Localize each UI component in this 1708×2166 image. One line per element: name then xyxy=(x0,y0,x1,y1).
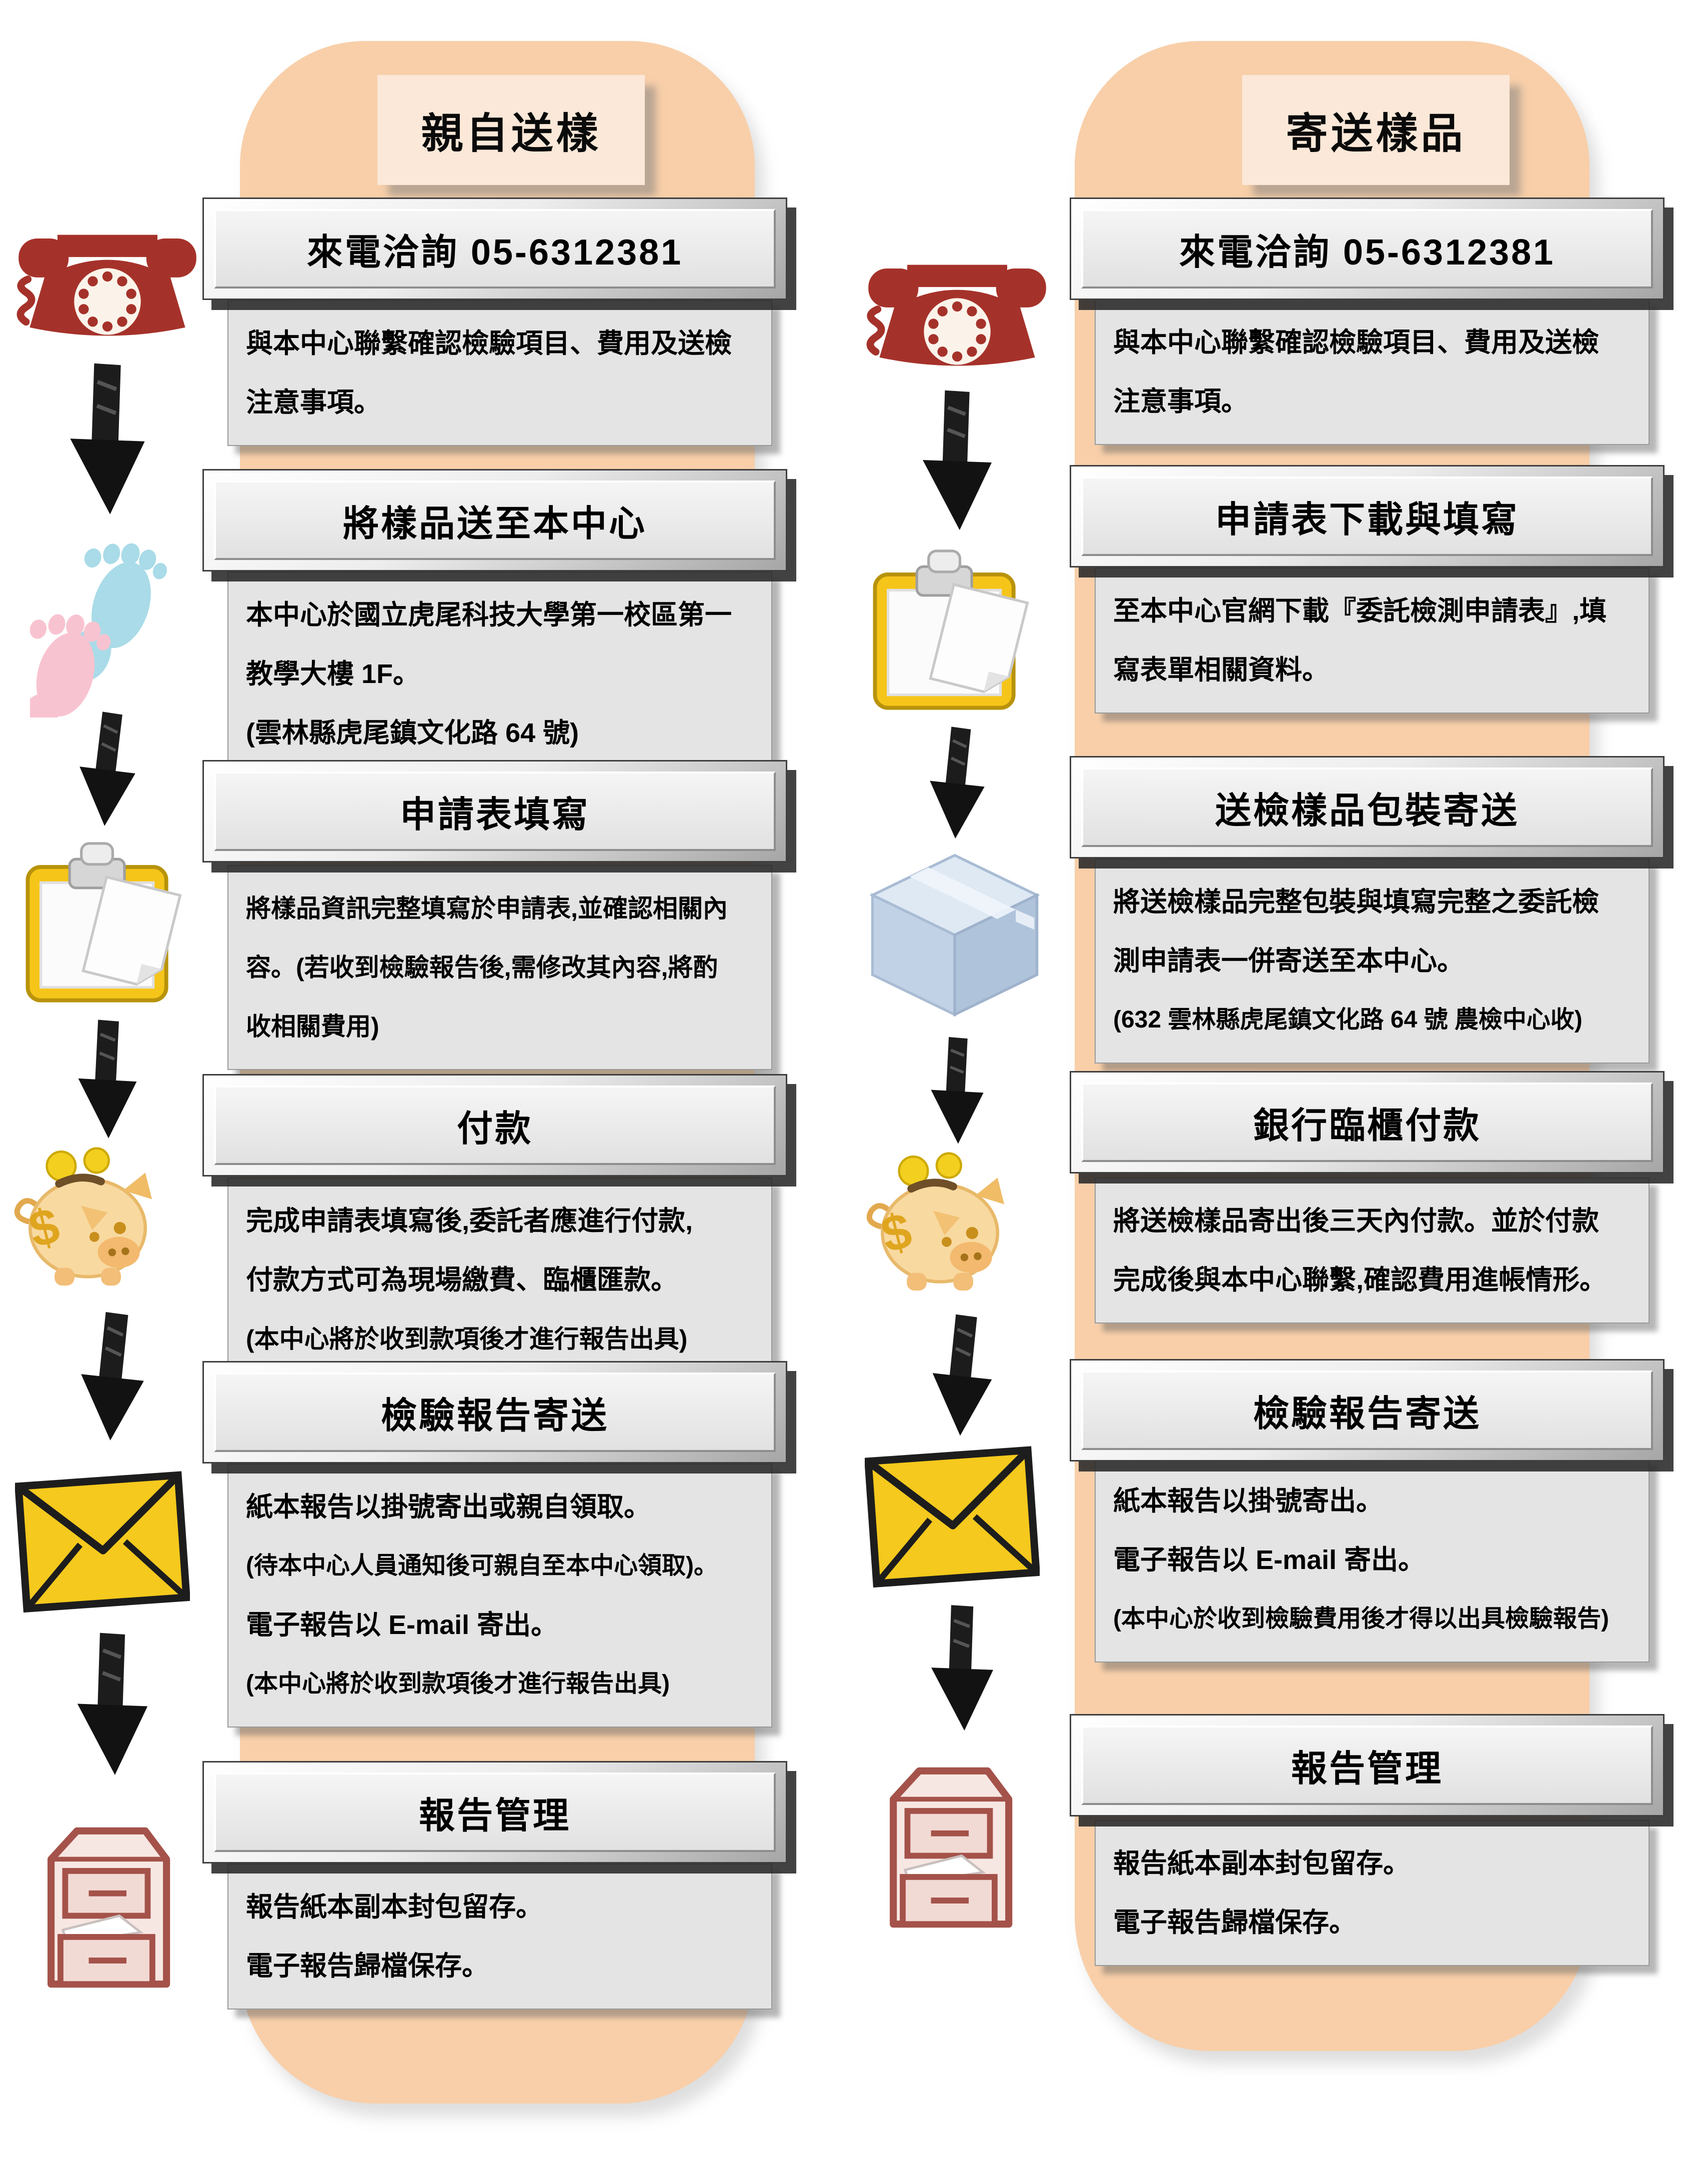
phone-icon xyxy=(12,220,202,345)
description-line: 將送檢樣品完整包裝與填寫完整之委託檢 xyxy=(1113,887,1599,917)
description-line: 報告紙本副本封包留存。 xyxy=(246,1892,543,1922)
arrow-down-icon xyxy=(67,1628,157,1782)
clipboard-icon xyxy=(870,540,1040,718)
left-step3-header: 申請表填寫 xyxy=(202,760,787,862)
left-column-title: 親自送樣 xyxy=(377,75,645,185)
description-line: 與本中心聯繫確認檢驗項目、費用及送檢 xyxy=(246,328,732,358)
right-step6-header: 報告管理 xyxy=(1070,1714,1665,1816)
description-line: 電子報告歸檔保存。 xyxy=(246,1951,489,1981)
left-step5-header: 檢驗報告寄送 xyxy=(202,1361,787,1464)
right-step2-header: 申請表下載與填寫 xyxy=(1070,465,1665,568)
left-step4-header-label: 付款 xyxy=(214,1086,776,1165)
left-step5-description: 紙本報告以掛號寄出或親自領取。 (待本中心人員通知後可親自至本中心領取)。 電子… xyxy=(227,1464,772,1728)
description-line: 測申請表一併寄送至本中心。 xyxy=(1113,946,1464,976)
left-step2-header: 將樣品送至本中心 xyxy=(202,469,787,572)
left-step2-description: 本中心於國立虎尾科技大學第一校區第一 教學大樓 1F。 (雲林縣虎尾鎮文化路 6… xyxy=(227,572,772,776)
description-line: 注意事項。 xyxy=(1113,386,1248,416)
description-line: 本中心於國立虎尾科技大學第一校區第一 xyxy=(246,600,732,630)
description-line: (待本中心人員通知後可親自至本中心領取)。 xyxy=(246,1552,718,1579)
piggy-bank-icon: $ xyxy=(12,1145,167,1290)
description-line: (632 雲林縣虎尾鎮文化路 64 號 農檢中心收) xyxy=(1113,1006,1583,1033)
description-line: (雲林縣虎尾鎮文化路 64 號) xyxy=(246,718,579,748)
left-step6-description: 報告紙本副本封包留存。 電子報告歸檔保存。 xyxy=(227,1864,772,2010)
left-step1-header-label: 來電洽詢 05-6312381 xyxy=(214,209,776,288)
right-step5-description: 紙本報告以掛號寄出。 電子報告以 E-mail 寄出。 (本中心於收到檢驗費用後… xyxy=(1095,1458,1650,1662)
right-step2-header-label: 申請表下載與填寫 xyxy=(1081,476,1653,556)
description-line: 容。(若收到檢驗報告後,需修改其內容,將酌 xyxy=(246,954,718,982)
right-step1-header-label: 來電洽詢 05-6312381 xyxy=(1081,209,1653,288)
right-column-title: 寄送樣品 xyxy=(1242,75,1510,185)
description-line: 電子報告歸檔保存。 xyxy=(1113,1908,1356,1938)
arrow-down-icon xyxy=(67,1308,157,1446)
description-line: 與本中心聯繫確認檢驗項目、費用及送檢 xyxy=(1113,328,1599,358)
right-step1-description: 與本中心聯繫確認檢驗項目、費用及送檢 注意事項。 xyxy=(1095,299,1650,445)
file-cabinet-icon xyxy=(870,1750,1035,1945)
description-line: (本中心將於收到款項後才進行報告出具) xyxy=(246,1670,670,1697)
left-step5-header-label: 檢驗報告寄送 xyxy=(214,1372,776,1452)
left-step4-description: 完成申請表填寫後,委託者應進行付款, 付款方式可為現場繳費、臨櫃匯款。 (本中心… xyxy=(227,1178,772,1382)
right-step3-description: 將送檢樣品完整包裝與填寫完整之委託檢 測申請表一併寄送至本中心。 (632 雲林… xyxy=(1095,858,1650,1064)
description-line: 完成後與本中心聯繫,確認費用進帳情形。 xyxy=(1113,1265,1607,1295)
arrow-down-icon xyxy=(62,348,153,532)
right-step5-header: 檢驗報告寄送 xyxy=(1070,1359,1665,1462)
description-line: (本中心將於收到款項後才進行報告出具) xyxy=(246,1325,688,1353)
right-step3-header-label: 送檢樣品包裝寄送 xyxy=(1081,768,1653,847)
description-line: 電子報告以 E-mail 寄出。 xyxy=(1113,1545,1426,1575)
arrow-down-icon xyxy=(918,1311,1007,1442)
arrow-down-icon xyxy=(62,708,153,832)
clipboard-icon xyxy=(22,832,192,1010)
left-step1-description: 與本中心聯繫確認檢驗項目、費用及送檢 注意事項。 xyxy=(227,300,772,446)
right-step3-header: 送檢樣品包裝寄送 xyxy=(1070,756,1665,858)
arrow-down-icon xyxy=(64,1017,151,1144)
right-step6-description: 報告紙本副本封包留存。 電子報告歸檔保存。 xyxy=(1095,1820,1650,1966)
right-step6-header-label: 報告管理 xyxy=(1081,1726,1653,1805)
arrow-down-icon xyxy=(912,386,1002,536)
package-box-icon xyxy=(860,850,1050,1022)
left-step6-header-label: 報告管理 xyxy=(214,1772,776,1852)
piggy-bank-icon: $ xyxy=(865,1150,1020,1295)
description-line: 紙本報告以掛號寄出或親自領取。 xyxy=(246,1492,651,1522)
right-step4-header-label: 銀行臨櫃付款 xyxy=(1081,1082,1653,1162)
left-step3-description: 將樣品資訊完整填寫於申請表,並確認相關內 容。(若收到檢驗報告後,需修改其內容,… xyxy=(227,865,772,1070)
description-line: 將樣品資訊完整填寫於申請表,並確認相關內 xyxy=(246,894,728,922)
right-step5-header-label: 檢驗報告寄送 xyxy=(1081,1370,1653,1450)
right-step4-description: 將送檢樣品寄出後三天內付款。並於付款 完成後與本中心聯繫,確認費用進帳情形。 xyxy=(1095,1178,1650,1324)
arrow-down-icon xyxy=(913,724,1002,844)
left-step4-header: 付款 xyxy=(202,1074,787,1176)
description-line: 報告紙本副本封包留存。 xyxy=(1113,1848,1410,1878)
description-line: 收相關費用) xyxy=(246,1012,379,1040)
description-line: 電子報告以 E-mail 寄出。 xyxy=(246,1610,558,1640)
left-step3-header-label: 申請表填寫 xyxy=(214,772,776,851)
envelope-icon xyxy=(865,1445,1040,1590)
file-cabinet-icon xyxy=(27,1810,192,2005)
description-line: 紙本報告以掛號寄出。 xyxy=(1113,1486,1383,1516)
envelope-icon xyxy=(15,1470,190,1615)
description-line: (本中心於收到檢驗費用後才得以出具檢驗報告) xyxy=(1113,1606,1609,1632)
arrow-down-icon xyxy=(914,1034,1001,1148)
description-line: 將送檢樣品寄出後三天內付款。並於付款 xyxy=(1113,1206,1599,1236)
right-step4-header: 銀行臨櫃付款 xyxy=(1070,1071,1665,1174)
description-line: 完成申請表填寫後,委託者應進行付款, xyxy=(246,1206,693,1236)
footprints-icon xyxy=(30,538,190,718)
right-step2-description: 至本中心官網下載『委託檢測申請表』,填 寫表單相關資料。 xyxy=(1095,568,1650,714)
arrow-down-icon xyxy=(917,1601,1007,1736)
right-step1-header: 來電洽詢 05-6312381 xyxy=(1070,198,1665,300)
left-step2-header-label: 將樣品送至本中心 xyxy=(214,480,776,560)
description-line: 寫表單相關資料。 xyxy=(1113,655,1329,685)
description-line: 教學大樓 1F。 xyxy=(246,659,420,689)
description-line: 付款方式可為現場繳費、臨櫃匯款。 xyxy=(246,1265,678,1295)
left-step6-header: 報告管理 xyxy=(202,1761,787,1864)
description-line: 注意事項。 xyxy=(246,388,381,418)
description-line: 至本中心官網下載『委託檢測申請表』,填 xyxy=(1113,596,1607,626)
left-step1-header: 來電洽詢 05-6312381 xyxy=(202,198,787,300)
phone-icon xyxy=(862,250,1052,375)
